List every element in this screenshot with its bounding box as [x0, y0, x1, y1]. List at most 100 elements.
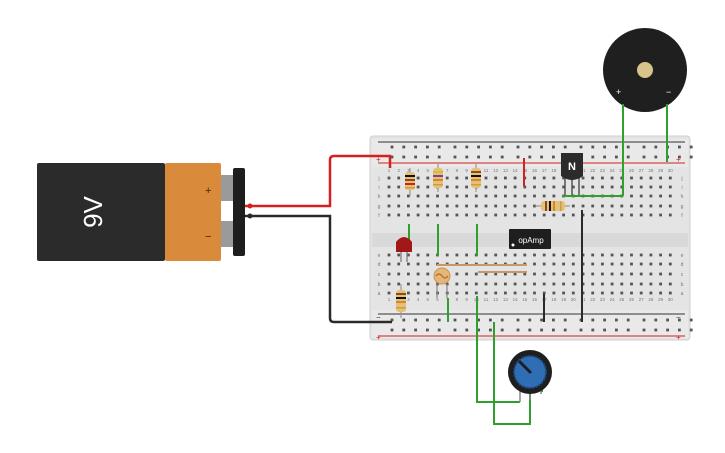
breadboard-hole[interactable] [397, 176, 401, 180]
rail-hole[interactable] [489, 145, 492, 149]
rail-hole[interactable] [563, 328, 567, 332]
breadboard-hole[interactable] [397, 213, 401, 217]
rail-hole[interactable] [437, 328, 441, 332]
breadboard-hole[interactable] [659, 194, 662, 198]
breadboard-hole[interactable] [484, 185, 488, 189]
breadboard-hole[interactable] [465, 282, 468, 286]
breadboard-hole[interactable] [494, 253, 498, 257]
breadboard-hole[interactable] [591, 185, 595, 189]
breadboard-hole[interactable] [445, 253, 449, 257]
rail-hole[interactable] [689, 145, 693, 149]
rail-hole[interactable] [591, 318, 595, 322]
breadboard-hole[interactable] [581, 204, 585, 208]
rail-hole[interactable] [426, 155, 429, 159]
breadboard-hole[interactable] [523, 213, 527, 217]
breadboard-hole[interactable] [426, 185, 430, 189]
rail-hole[interactable] [552, 318, 555, 322]
breadboard-hole[interactable] [523, 253, 527, 257]
breadboard-hole[interactable] [601, 204, 604, 208]
breadboard-hole[interactable] [562, 262, 565, 266]
breadboard-hole[interactable] [484, 291, 488, 295]
npn-transistor[interactable]: N [561, 153, 583, 196]
breadboard-hole[interactable] [591, 176, 595, 180]
breadboard-hole[interactable] [533, 204, 536, 208]
breadboard-hole[interactable] [436, 213, 439, 217]
breadboard-hole[interactable] [416, 291, 420, 295]
breadboard-hole[interactable] [407, 204, 410, 208]
breadboard-hole[interactable] [630, 176, 633, 180]
breadboard-hole[interactable] [455, 204, 459, 208]
breadboard-hole[interactable] [533, 176, 536, 180]
breadboard-hole[interactable] [416, 176, 420, 180]
rail-hole[interactable] [528, 318, 532, 322]
breadboard-hole[interactable] [610, 291, 614, 295]
resistor-r1[interactable] [405, 168, 415, 196]
breadboard-hole[interactable] [533, 262, 536, 266]
breadboard-hole[interactable] [387, 282, 391, 286]
breadboard-hole[interactable] [484, 253, 488, 257]
rail-hole[interactable] [678, 145, 681, 149]
breadboard-hole[interactable] [465, 272, 468, 276]
breadboard-hole[interactable] [533, 291, 536, 295]
rail-hole[interactable] [500, 328, 504, 332]
breadboard-hole[interactable] [620, 204, 624, 208]
rail-hole[interactable] [654, 155, 658, 159]
breadboard-hole[interactable] [649, 185, 653, 189]
breadboard-hole[interactable] [552, 176, 556, 180]
breadboard-hole[interactable] [513, 176, 517, 180]
breadboard-hole[interactable] [610, 213, 614, 217]
rail-hole[interactable] [402, 328, 406, 332]
breadboard-hole[interactable] [416, 272, 420, 276]
breadboard-hole[interactable] [533, 213, 536, 217]
breadboard-hole[interactable] [591, 282, 595, 286]
breadboard-hole[interactable] [668, 282, 672, 286]
breadboard-hole[interactable] [639, 262, 643, 266]
opamp-chip[interactable]: opAmp [509, 229, 551, 249]
breadboard-hole[interactable] [523, 291, 527, 295]
breadboard-hole[interactable] [533, 272, 536, 276]
breadboard-hole[interactable] [571, 253, 575, 257]
breadboard-hole[interactable] [455, 194, 459, 198]
breadboard-hole[interactable] [407, 291, 410, 295]
breadboard-hole[interactable] [494, 204, 498, 208]
rail-hole[interactable] [414, 145, 417, 149]
breadboard-hole[interactable] [387, 185, 391, 189]
resistor-r4[interactable] [535, 201, 570, 211]
breadboard-hole[interactable] [668, 213, 672, 217]
breadboard-hole[interactable] [591, 291, 595, 295]
rail-hole[interactable] [390, 328, 394, 332]
breadboard-hole[interactable] [387, 194, 391, 198]
breadboard-hole[interactable] [426, 194, 430, 198]
breadboard-hole[interactable] [649, 253, 653, 257]
breadboard-hole[interactable] [639, 253, 643, 257]
breadboard-hole[interactable] [668, 291, 672, 295]
breadboard-hole[interactable] [513, 282, 517, 286]
breadboard-hole[interactable] [659, 262, 662, 266]
breadboard-hole[interactable] [639, 194, 643, 198]
breadboard-hole[interactable] [474, 291, 478, 295]
rail-hole[interactable] [477, 145, 480, 149]
breadboard-hole[interactable] [504, 176, 507, 180]
breadboard-hole[interactable] [610, 272, 614, 276]
rail-hole[interactable] [516, 155, 520, 159]
breadboard-hole[interactable] [659, 176, 662, 180]
breadboard-hole[interactable] [465, 185, 468, 189]
breadboard-hole[interactable] [649, 262, 653, 266]
breadboard-hole[interactable] [513, 253, 517, 257]
rail-hole[interactable] [437, 155, 441, 159]
breadboard-hole[interactable] [601, 291, 604, 295]
breadboard-hole[interactable] [552, 262, 556, 266]
breadboard-hole[interactable] [668, 185, 672, 189]
rail-hole[interactable] [528, 155, 532, 159]
breadboard-hole[interactable] [591, 204, 595, 208]
breadboard-hole[interactable] [445, 194, 449, 198]
breadboard-hole[interactable] [407, 282, 410, 286]
rail-hole[interactable] [689, 155, 693, 159]
breadboard-hole[interactable] [581, 185, 585, 189]
breadboard-hole[interactable] [630, 272, 633, 276]
rail-hole[interactable] [426, 328, 429, 332]
breadboard-hole[interactable] [504, 253, 507, 257]
breadboard-hole[interactable] [620, 272, 624, 276]
breadboard-hole[interactable] [562, 291, 565, 295]
breadboard-hole[interactable] [668, 262, 672, 266]
